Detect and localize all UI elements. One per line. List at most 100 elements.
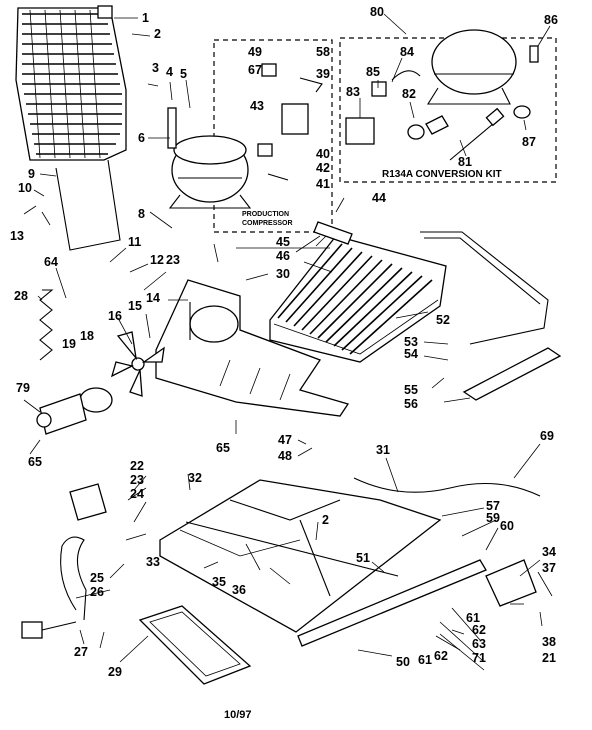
callout-43: 43 <box>250 99 264 113</box>
wire-harness <box>353 477 541 497</box>
callout-47: 47 <box>278 433 292 447</box>
callout-84: 84 <box>400 45 414 59</box>
callout-69: 69 <box>540 429 554 443</box>
callout-27: 27 <box>74 645 88 659</box>
callout-54: 54 <box>404 347 418 361</box>
callout-67: 67 <box>248 63 262 77</box>
footer-code: 10/97 <box>224 709 252 721</box>
callout-15: 15 <box>128 299 142 313</box>
control-box <box>485 559 537 607</box>
condenser-coil <box>269 235 447 363</box>
callout-38: 38 <box>542 635 556 649</box>
callout-11: 11 <box>128 235 141 249</box>
callout-25: 25 <box>90 571 104 585</box>
callout-33: 33 <box>146 555 160 569</box>
callout-44: 44 <box>372 191 386 205</box>
callout-8: 8 <box>138 207 145 221</box>
callout-71: 71 <box>472 651 486 665</box>
filter-drier <box>313 221 353 245</box>
callout-41: 41 <box>316 177 330 191</box>
callout-14: 14 <box>146 291 160 305</box>
callout-19: 19 <box>62 337 76 351</box>
conversion-kit-label: R134A CONVERSION KIT <box>382 169 502 180</box>
center-mounting-shelf <box>155 279 350 417</box>
callout-85: 85 <box>366 65 380 79</box>
callout-61b: 61 <box>418 653 432 667</box>
conversion-kit-compressor <box>427 29 539 119</box>
callout-59: 59 <box>486 511 500 525</box>
callout-24: 24 <box>130 487 144 501</box>
callout-58: 58 <box>316 45 330 59</box>
callout-34: 34 <box>542 545 556 559</box>
condenser-fan-motor <box>36 387 113 435</box>
relay-overload-parts <box>257 63 323 181</box>
callout-18: 18 <box>80 329 94 343</box>
callout-23: 23 <box>166 253 180 267</box>
callout-49: 49 <box>248 45 262 59</box>
callout-21: 21 <box>542 651 556 665</box>
condenser-fan-blade <box>110 331 165 397</box>
drain-trough <box>462 347 562 401</box>
base-frame <box>159 479 487 647</box>
wire-cover-frame <box>55 159 121 251</box>
drain-pan <box>138 605 252 685</box>
callout-39: 39 <box>316 67 330 81</box>
evaporator-coil <box>15 5 127 161</box>
callout-23b: 23 <box>130 473 144 487</box>
callout-1: 1 <box>142 11 149 25</box>
callout-61: 61 <box>466 611 480 625</box>
callout-65: 65 <box>216 441 230 455</box>
callout-4: 4 <box>166 65 173 79</box>
production-compressor <box>167 107 252 209</box>
callout-63: 63 <box>472 637 486 651</box>
callout-22: 22 <box>130 459 144 473</box>
callout-numbers: 1 2 3 4 5 6 8 9 10 11 12 13 14 15 16 18 … <box>10 5 558 679</box>
callout-48: 48 <box>278 449 292 463</box>
callout-81: 81 <box>458 155 472 169</box>
callout-40: 40 <box>316 147 330 161</box>
callout-5: 5 <box>180 67 187 81</box>
callout-62: 62 <box>472 623 486 637</box>
callout-46: 46 <box>276 249 290 263</box>
callout-36: 36 <box>232 583 246 597</box>
callout-42: 42 <box>316 161 330 175</box>
callout-28: 28 <box>14 289 28 303</box>
callout-53: 53 <box>404 335 418 349</box>
callout-31: 31 <box>376 443 390 457</box>
bracket-22 <box>69 483 107 521</box>
callout-2: 2 <box>154 27 161 41</box>
callout-45: 45 <box>276 235 290 249</box>
conversion-kit-parts <box>345 70 505 161</box>
callout-29: 29 <box>108 665 122 679</box>
callout-60: 60 <box>500 519 514 533</box>
callout-37: 37 <box>542 561 556 575</box>
callout-16: 16 <box>108 309 122 323</box>
cord-28 <box>39 289 54 361</box>
callout-13: 13 <box>10 229 24 243</box>
power-cord <box>60 536 87 621</box>
callout-9: 9 <box>28 167 35 181</box>
callout-57: 57 <box>486 499 500 513</box>
callout-3: 3 <box>152 61 159 75</box>
callout-83: 83 <box>346 85 360 99</box>
callout-87: 87 <box>522 135 536 149</box>
callout-55: 55 <box>404 383 418 397</box>
callout-12: 12 <box>150 253 164 267</box>
callout-82: 82 <box>402 87 416 101</box>
callout-50: 50 <box>396 655 410 669</box>
callout-10: 10 <box>18 181 32 195</box>
production-compressor-label: PRODUCTION COMPRESSOR <box>242 211 293 227</box>
callout-64: 64 <box>44 255 58 269</box>
callout-80: 80 <box>370 5 384 19</box>
callout-6: 6 <box>138 131 145 145</box>
callout-32: 32 <box>188 471 202 485</box>
callout-26: 26 <box>90 585 104 599</box>
callout-86: 86 <box>544 13 558 27</box>
callout-65b: 65 <box>28 455 42 469</box>
callout-62b: 62 <box>434 649 448 663</box>
callout-leaders <box>23 13 553 671</box>
callout-2b: 2 <box>322 513 329 527</box>
callout-30: 30 <box>276 267 290 281</box>
callout-52: 52 <box>436 313 450 327</box>
